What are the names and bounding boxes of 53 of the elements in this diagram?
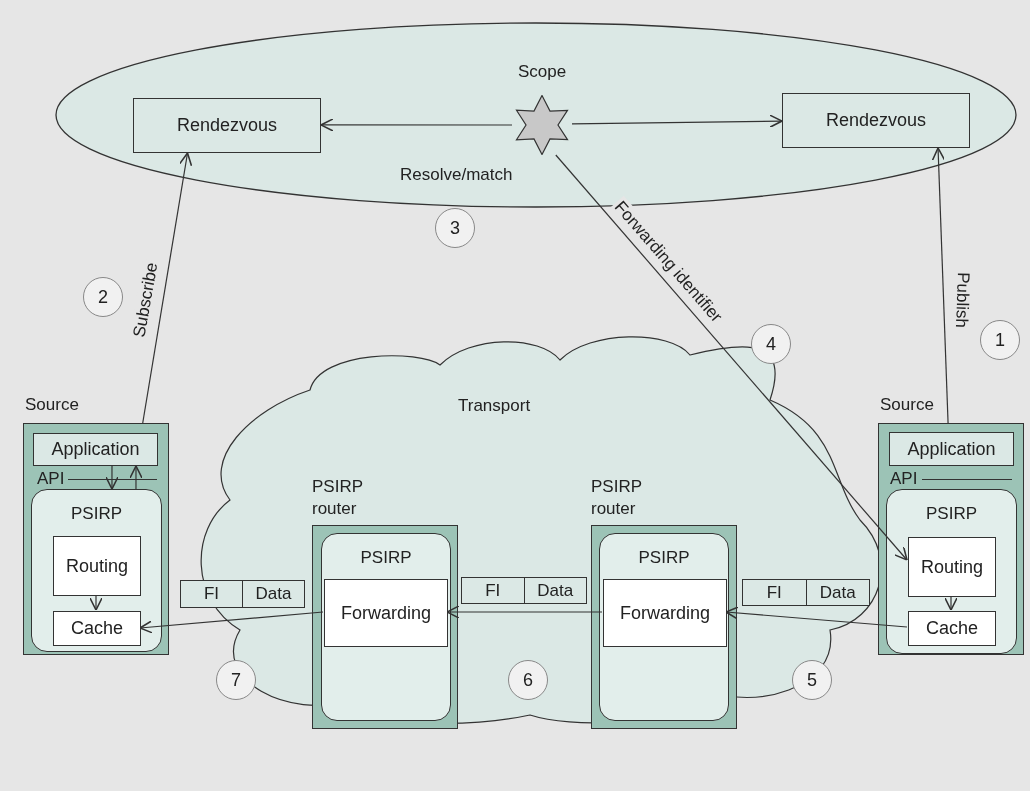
layer-box: [321, 533, 451, 721]
router-label: PSIRP router: [591, 476, 643, 520]
arrow: [89, 594, 103, 611]
arrow: [446, 605, 603, 619]
process-box: Cache: [53, 611, 141, 646]
process-box: Rendezvous: [133, 98, 321, 153]
process-box: Application: [889, 432, 1014, 466]
step-number-circle: 1: [980, 320, 1020, 360]
step-number-circle: 3: [435, 208, 475, 248]
arrow: [105, 465, 119, 490]
arrow: [725, 606, 908, 628]
arrow: [571, 114, 783, 128]
host-label: Source: [25, 395, 79, 415]
packet-field: FI: [181, 581, 242, 607]
layer-title: PSIRP: [637, 548, 691, 568]
router-label: PSIRP router: [312, 476, 364, 520]
process-box: Cache: [908, 611, 996, 646]
step-number-circle: 5: [792, 660, 832, 700]
arrow: [139, 611, 324, 634]
process-box: Routing: [908, 537, 996, 597]
process-box: Routing: [53, 536, 141, 596]
packet-field: Data: [242, 581, 304, 607]
packet-box: [742, 579, 870, 606]
process-box: Forwarding: [324, 579, 448, 647]
packet-box: [180, 580, 305, 608]
arrow: [555, 154, 908, 561]
layer-title: PSIRP: [359, 548, 413, 568]
host-label: Source: [880, 395, 934, 415]
arrow: [931, 147, 949, 424]
step-number-circle: 4: [751, 324, 791, 364]
step-number-circle: 2: [83, 277, 123, 317]
process-box: Forwarding: [603, 579, 727, 647]
layer-title: PSIRP: [925, 504, 978, 524]
layer-box: [886, 489, 1017, 654]
packet-box: [461, 577, 587, 604]
step-number-circle: 7: [216, 660, 256, 700]
layer-box: [599, 533, 729, 721]
process-box: Rendezvous: [782, 93, 970, 148]
star-label: Scope: [516, 62, 568, 82]
interface-label: API: [37, 469, 65, 489]
arrow: [129, 465, 143, 490]
interface-label: API: [890, 469, 918, 489]
packet-field: FI: [743, 580, 806, 605]
packet-field: Data: [805, 580, 869, 605]
cloud-label: Transport: [458, 396, 531, 416]
packet-field: Data: [523, 578, 586, 603]
layer-title: PSIRP: [70, 504, 123, 524]
arrow: [142, 152, 193, 424]
arrow: [944, 595, 958, 611]
layer-box: [31, 489, 162, 652]
packet-field: FI: [462, 578, 524, 603]
region-label: Resolve/match: [400, 165, 513, 185]
process-box: Application: [33, 433, 158, 466]
